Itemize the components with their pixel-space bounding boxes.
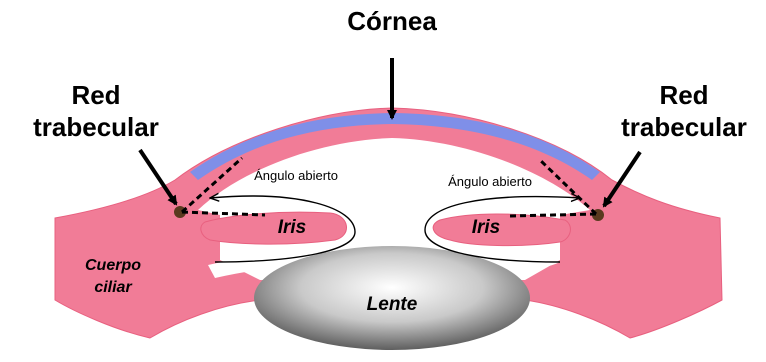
angle-right-label: Ángulo abierto [448,174,532,189]
flow-arrow-right [424,197,580,263]
cornea-label: Córnea [347,6,437,36]
iris-left-label: Iris [278,217,307,238]
trabecular-right-label-1: Red [659,80,708,110]
trabecular-right-label-2: trabecular [621,112,747,142]
trabecular-mesh-left [174,206,186,218]
trabecular-left-label-2: trabecular [33,112,159,142]
ciliary-label-1: Cuerpo [85,257,141,274]
lens-label: Lente [367,294,418,315]
trabecular-left-label-1: Red [71,80,120,110]
iris-left [200,211,347,245]
trabecular-left-pointer-arrow [138,148,178,206]
flow-arrow-left [210,196,356,263]
angle-left-label: Ángulo abierto [254,168,338,183]
angle-dashes [180,156,598,218]
lens [254,246,530,350]
ciliary-label-2: ciliar [94,279,132,296]
cornea-inner-layer [190,113,600,180]
iris-right [432,213,571,247]
trabecular-right-pointer-arrow [602,150,642,208]
iris-right-label: Iris [472,217,501,238]
